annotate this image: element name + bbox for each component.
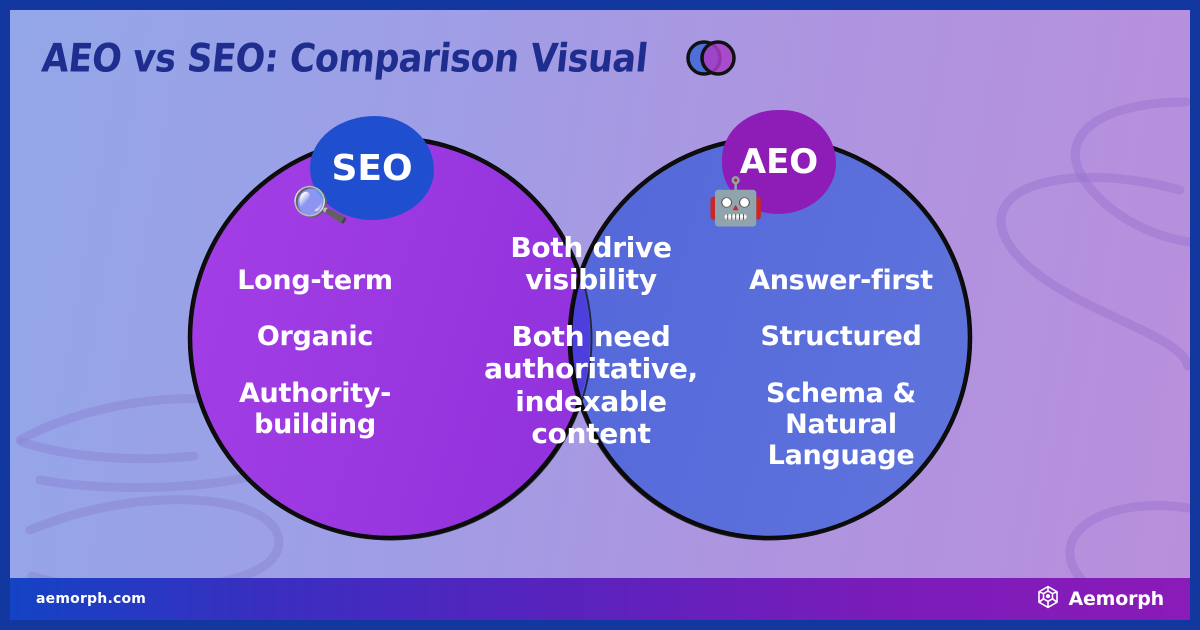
venn-left-item: Long-term — [237, 265, 393, 296]
seo-badge-label: SEO — [331, 147, 413, 189]
venn-left-item: Organic — [256, 321, 374, 353]
venn-overlap-region — [567, 138, 590, 538]
venn-overlap-item: Both need authoritative, indexable conte… — [484, 319, 698, 451]
footer-bar: aemorph.com Aemorph — [10, 578, 1190, 620]
robot-emoji: 🤖 — [707, 175, 765, 227]
footer-brand: Aemorph — [1036, 585, 1164, 614]
venn-diagram: Long-term Organic Authority-building Bot… — [10, 10, 1190, 620]
venn-right-item: Answer-first — [749, 265, 933, 296]
venn-left-labels: Long-term Organic Authority-building — [196, 265, 434, 440]
seo-badge: SEO — [310, 116, 434, 220]
title-row: AEO vs SEO: Comparison Visual — [40, 32, 739, 85]
venn-left-item: Authority-building — [238, 377, 392, 440]
footer-url[interactable]: aemorph.com — [36, 591, 147, 607]
venn-right-item: Schema & Natural Language — [766, 377, 916, 472]
footer-brand-name: Aemorph — [1068, 588, 1164, 610]
aemorph-hex-rosette-logo — [1036, 585, 1060, 614]
infographic-inner: AEO vs SEO: Comparison Visual — [10, 10, 1190, 620]
venn-right-item: Structured — [760, 321, 922, 353]
venn-overlap-item: Both drive visibility — [510, 231, 672, 297]
venn-right-labels: Answer-first Structured Schema & Natural… — [716, 265, 966, 472]
venn-diagram-icon — [683, 36, 739, 85]
aeo-badge: AEO — [722, 110, 836, 214]
aeo-badge-label: AEO — [739, 142, 819, 182]
venn-overlap-labels: Both drive visibility Both need authorit… — [462, 231, 720, 451]
